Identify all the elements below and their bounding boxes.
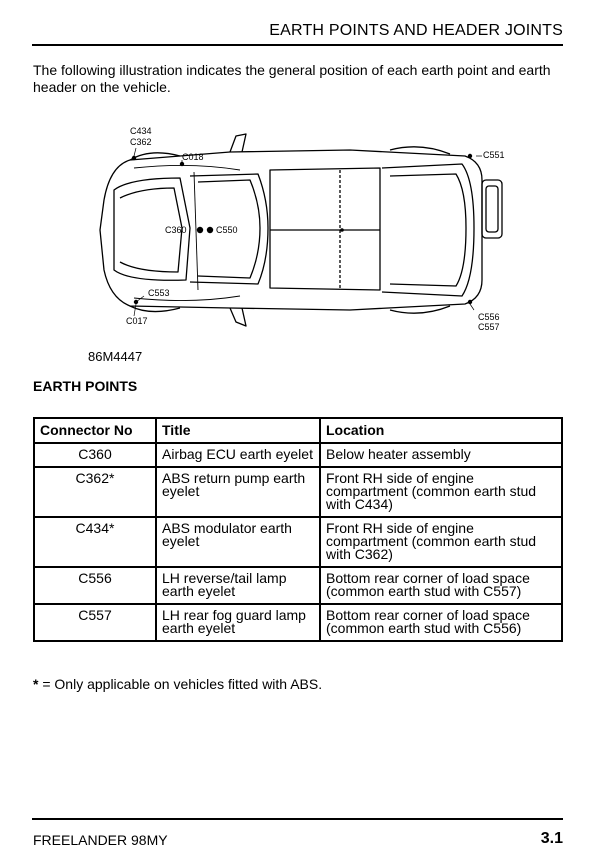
table-header-row: Connector No Title Location	[33, 417, 563, 444]
cell-title: ABS modulator earth eyelet	[155, 516, 321, 568]
header-rule	[32, 44, 563, 46]
callout-c551: C551	[483, 150, 505, 160]
figure-id: 86M4447	[88, 349, 143, 364]
page-header-title: EARTH POINTS AND HEADER JOINTS	[269, 22, 563, 39]
cell-location: Bottom rear corner of load space (common…	[319, 603, 563, 642]
cell-location: Front RH side of engine compartment (com…	[319, 516, 563, 568]
header-location: Location	[319, 417, 563, 444]
earth-points-table: Connector No Title Location C360 Airbag …	[33, 417, 563, 642]
callout-c360: C360	[165, 225, 187, 235]
table-row: C557 LH rear fog guard lamp earth eyelet…	[33, 603, 563, 642]
abs-footnote: * = Only applicable on vehicles fitted w…	[33, 676, 322, 692]
footer-rule	[32, 818, 563, 820]
cell-title: LH rear fog guard lamp earth eyelet	[155, 603, 321, 642]
footnote-text: = Only applicable on vehicles fitted wit…	[38, 676, 323, 692]
table-row: C556 LH reverse/tail lamp earth eyelet B…	[33, 566, 563, 605]
callout-c362: C362	[130, 137, 152, 147]
cell-connector: C557	[33, 603, 157, 642]
callout-c017: C017	[126, 316, 148, 326]
header-title: Title	[155, 417, 321, 444]
table-row: C362* ABS return pump earth eyelet Front…	[33, 466, 563, 518]
footer-model: FREELANDER 98MY	[33, 832, 168, 848]
cell-title: Airbag ECU earth eyelet	[155, 442, 321, 468]
footer-page-number: 3.1	[540, 830, 563, 847]
header-connector-no: Connector No	[33, 417, 157, 444]
cell-location: Bottom rear corner of load space (common…	[319, 566, 563, 605]
callout-c550: C550	[216, 225, 238, 235]
callout-c557: C557	[478, 322, 500, 332]
callout-c553: C553	[148, 288, 170, 298]
callout-c018: C018	[182, 152, 204, 162]
cell-location: Below heater assembly	[319, 442, 563, 468]
cell-connector: C434*	[33, 516, 157, 568]
callout-c556: C556	[478, 312, 500, 322]
cell-connector: C360	[33, 442, 157, 468]
intro-paragraph: The following illustration indicates the…	[33, 62, 551, 95]
callout-c434: C434	[130, 126, 152, 136]
cell-title: ABS return pump earth eyelet	[155, 466, 321, 518]
table-row: C434* ABS modulator earth eyelet Front R…	[33, 516, 563, 568]
vehicle-top-view-drawing: C434 C362 C018 C551 C360 C550 C553 C017 …	[99, 126, 505, 332]
vehicle-earth-points-diagram: C434 C362 C018 C551 C360 C550 C553 C017 …	[90, 120, 510, 345]
table-row: C360 Airbag ECU earth eyelet Below heate…	[33, 442, 563, 468]
cell-connector: C362*	[33, 466, 157, 518]
footnote-asterisk: *	[33, 676, 39, 692]
cell-title: LH reverse/tail lamp earth eyelet	[155, 566, 321, 605]
cell-location: Front RH side of engine compartment (com…	[319, 466, 563, 518]
cell-connector: C556	[33, 566, 157, 605]
section-heading-earth-points: EARTH POINTS	[33, 378, 138, 394]
